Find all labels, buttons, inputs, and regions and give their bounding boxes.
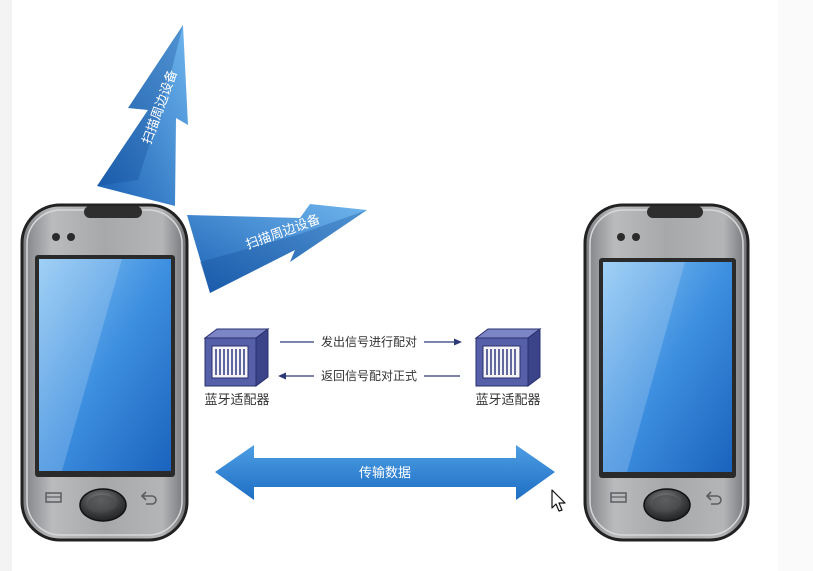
transfer-data-arrow: 传输数据 [215, 445, 555, 500]
right-edge-strip [778, 0, 813, 571]
phone-sensor-dot [632, 233, 640, 241]
left-adapter-label: 蓝牙适配器 [204, 393, 269, 408]
scan-arrow-up: 扫描周边设备 [97, 25, 188, 206]
mouse-cursor-icon [552, 490, 565, 511]
phone-sensor-dot [67, 233, 75, 241]
phone-camera-dot [617, 233, 625, 241]
right-smartphone-icon [585, 205, 748, 540]
home-button-inner [652, 495, 680, 511]
transfer-data-label: 传输数据 [359, 465, 411, 481]
return-arrow-head [278, 373, 286, 380]
phone-speaker [647, 206, 703, 218]
left-edge-strip [0, 0, 12, 571]
left-bluetooth-adapter-icon [205, 329, 268, 386]
adapter-side-face [256, 329, 268, 386]
right-adapter-label: 蓝牙适配器 [475, 393, 540, 408]
adapter-side-face [528, 329, 540, 386]
send-signal-arrow: 发出信号进行配对 [280, 334, 462, 349]
right-bluetooth-adapter-icon [476, 329, 540, 386]
send-signal-label: 发出信号进行配对 [321, 334, 417, 349]
scan-arrow-right: 扫描周边设备 [187, 204, 367, 293]
phone-camera-dot [52, 233, 60, 241]
send-arrow-head [454, 339, 462, 346]
left-smartphone-icon [22, 205, 187, 540]
return-signal-label: 返回信号配对正式 [321, 369, 417, 383]
home-button-inner [88, 495, 116, 511]
adapter-panel [212, 346, 248, 378]
phone-speaker [84, 206, 142, 218]
return-signal-arrow: 返回信号配对正式 [278, 369, 460, 383]
